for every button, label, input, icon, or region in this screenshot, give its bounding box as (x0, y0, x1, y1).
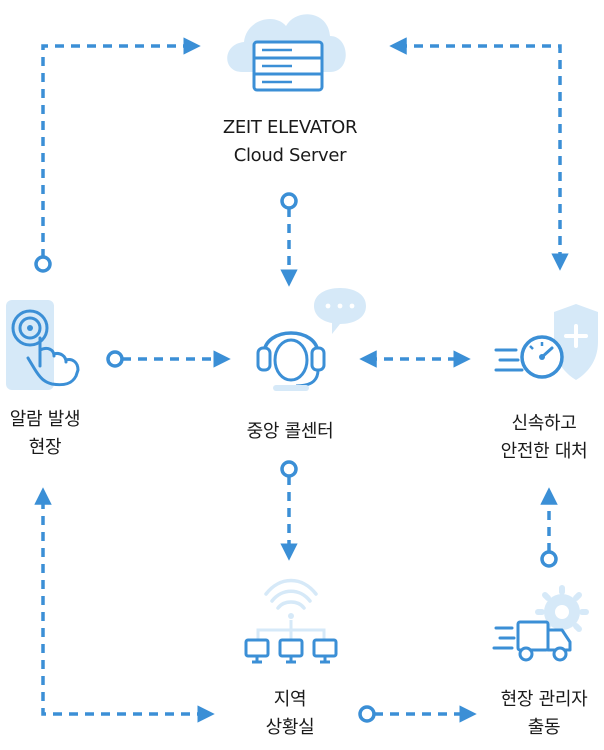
start-dot (358, 705, 376, 723)
response-label-line2: 안전한 대처 (500, 441, 588, 462)
node-call-center: 중앙 콜센터 (220, 418, 360, 446)
node-response: 신속하고 안전한 대처 (484, 410, 604, 466)
speed-shield-icon (494, 304, 598, 380)
cloud-label-line1: ZEIT ELEVATOR (222, 117, 358, 138)
start-dot (280, 192, 298, 210)
start-dot (106, 350, 124, 368)
node-field-manager: 현장 관리자 출동 (484, 686, 604, 742)
connector-local-alarm (34, 487, 215, 723)
node-alarm-site: 알람 발생 현장 (0, 406, 90, 462)
start-dot (34, 255, 52, 273)
local-label-line1: 지역 (273, 689, 307, 710)
callcenter-label: 중앙 콜센터 (246, 421, 334, 442)
response-label-line1: 신속하고 (511, 413, 577, 434)
start-dot (540, 550, 558, 568)
local-label-line2: 상황실 (265, 717, 315, 738)
network-monitors-icon (244, 578, 338, 664)
manager-label-line2: 출동 (527, 717, 561, 738)
cloud-label-line2: Cloud Server (233, 145, 347, 166)
connector-alarm-to-cloud (41, 37, 201, 258)
node-local-room: 지역 상황실 (240, 686, 340, 742)
alarm-label-line2: 현장 (28, 437, 62, 458)
start-dot (280, 460, 298, 478)
touch-alarm-icon (6, 300, 80, 390)
manager-label-line1: 현장 관리자 (500, 689, 588, 710)
alarm-label-line1: 알람 발생 (9, 409, 81, 430)
connector-cloud-response (389, 37, 569, 271)
cloud-server-icon (227, 14, 346, 92)
node-cloud-server: ZEIT ELEVATOR Cloud Server (190, 114, 390, 170)
headset-operator-icon (256, 288, 366, 391)
delivery-truck-icon (492, 585, 589, 662)
